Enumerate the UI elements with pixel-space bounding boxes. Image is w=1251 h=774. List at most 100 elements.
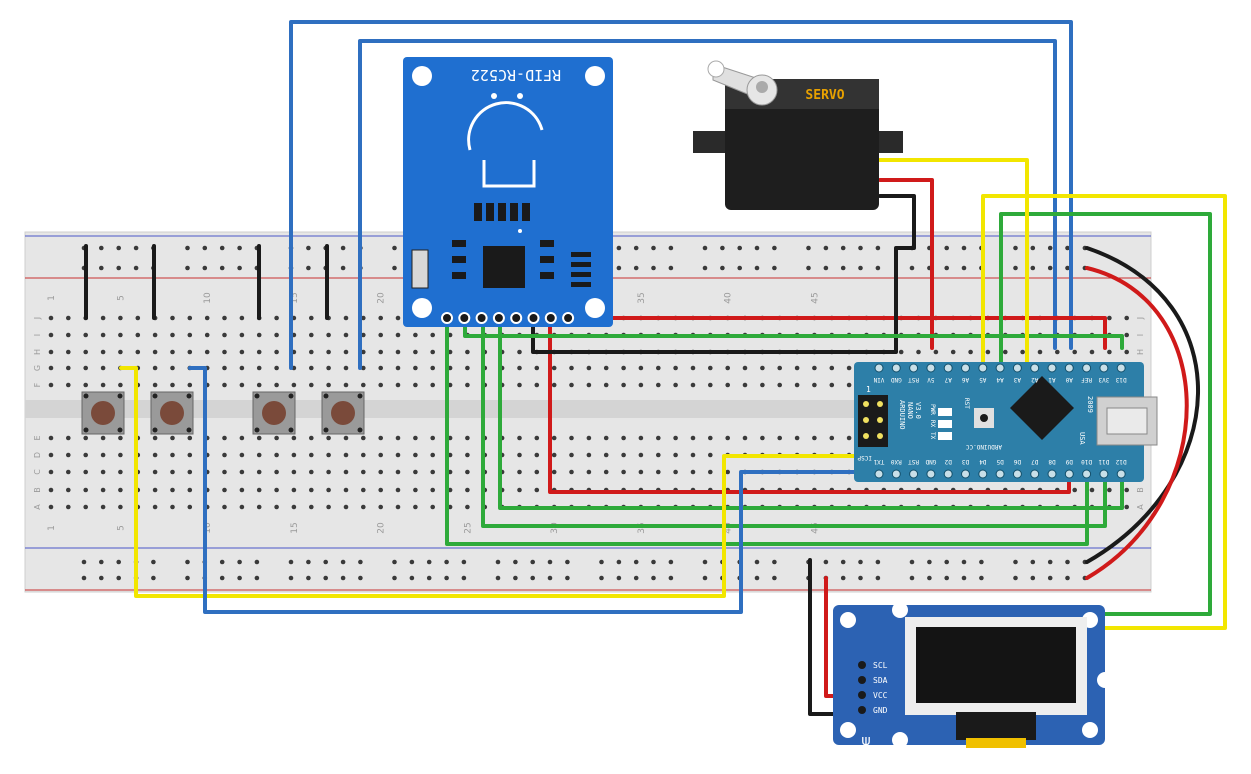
breadboard-hole xyxy=(413,382,418,388)
breadboard-hole xyxy=(534,365,540,371)
breadboard-hole xyxy=(378,332,384,338)
breadboard-hole xyxy=(343,315,349,321)
breadboard-hole xyxy=(222,382,227,388)
breadboard-hole xyxy=(118,452,123,458)
grove-logo-icon: ψ xyxy=(861,733,870,749)
breadboard-hole xyxy=(517,435,522,441)
breadboard-hole xyxy=(239,332,245,338)
breadboard-hole xyxy=(603,382,609,388)
breadboard-hole xyxy=(326,469,331,475)
push-button-4 xyxy=(321,391,365,435)
rail-hole xyxy=(754,575,760,581)
breadboard-hole xyxy=(517,349,522,355)
breadboard-hole xyxy=(66,487,71,493)
breadboard-hole xyxy=(274,349,279,355)
breadboard-hole xyxy=(534,487,540,493)
arduino-nano: ARDUINO NANO V3.0 ARDUINO.CC 2009 USA RS… xyxy=(854,362,1158,482)
rail-hole xyxy=(1030,575,1036,581)
breadboard-hole xyxy=(326,332,331,338)
breadboard-hole xyxy=(690,469,696,475)
nano-bottom-pin-label: RX0 xyxy=(890,458,901,465)
rail-hole xyxy=(720,245,725,251)
rail-hole xyxy=(806,245,811,251)
nano-name-2: NANO xyxy=(906,402,914,419)
rail-hole xyxy=(116,265,121,271)
rfid-header-pins xyxy=(441,312,575,324)
breadboard-hole xyxy=(517,365,522,371)
rail-hole xyxy=(1013,559,1018,565)
breadboard-hole xyxy=(118,435,123,441)
black-wire-rfid-gnd xyxy=(531,194,916,354)
breadboard-hole xyxy=(517,452,522,458)
rail-hole xyxy=(547,559,553,565)
nano-top-pin xyxy=(1012,363,1022,373)
breadboard-hole xyxy=(638,435,644,441)
rail-hole xyxy=(495,559,501,565)
breadboard-hole xyxy=(725,469,730,475)
breadboard-hole xyxy=(66,365,71,371)
nano-top-pin xyxy=(1082,363,1092,373)
rail-hole xyxy=(616,575,622,581)
breadboard-hole xyxy=(239,469,245,475)
breadboard-hole xyxy=(83,435,88,441)
rail-hole xyxy=(858,265,863,271)
breadboard-hole xyxy=(256,349,262,355)
rail-hole xyxy=(840,575,846,581)
breadboard-hole xyxy=(1107,315,1112,321)
breadboard-hole xyxy=(465,504,470,510)
breadboard-hole xyxy=(222,504,227,510)
breadboard-hole xyxy=(395,469,401,475)
rfid-pin xyxy=(492,312,505,324)
rail-hole xyxy=(633,575,639,581)
breadboard-hole xyxy=(100,332,106,338)
column-number: 20 xyxy=(377,292,387,304)
rail-hole xyxy=(306,575,311,581)
breadboard-hole xyxy=(1107,349,1112,355)
nano-top-pin-label: VIN xyxy=(873,376,884,383)
row-label: H xyxy=(33,349,42,355)
rail-hole xyxy=(219,265,225,271)
column-number: 15 xyxy=(290,292,300,303)
breadboard-hole xyxy=(343,487,349,493)
rail-hole xyxy=(840,559,846,565)
breadboard-hole xyxy=(794,382,800,388)
nano-top-pin-label: A7 xyxy=(944,376,952,383)
breadboard-hole xyxy=(222,469,227,475)
rail-hole xyxy=(1047,559,1053,565)
rail-hole xyxy=(237,575,242,581)
breadboard-hole xyxy=(256,452,262,458)
nano-bottom-pin-label: D12 xyxy=(1115,458,1126,465)
breadboard-hole xyxy=(83,382,88,388)
rail-hole xyxy=(668,265,674,271)
breadboard-hole xyxy=(66,452,71,458)
row-label: B xyxy=(33,487,42,493)
breadboard-hole xyxy=(187,435,193,441)
breadboard-hole xyxy=(66,469,71,475)
breadboard-hole xyxy=(1037,349,1043,355)
nano-top-pin-label: 3V3 xyxy=(1098,376,1109,383)
breadboard-hole xyxy=(378,504,384,510)
breadboard-hole xyxy=(83,504,88,510)
breadboard-hole xyxy=(309,469,314,475)
breadboard-hole xyxy=(66,332,71,338)
rail-hole xyxy=(1065,245,1070,251)
rfid-pin xyxy=(527,312,540,324)
row-label-right: J xyxy=(1136,317,1145,320)
rail-hole xyxy=(944,245,949,251)
breadboard-hole xyxy=(794,365,800,371)
breadboard-hole xyxy=(1089,349,1095,355)
breadboard-hole xyxy=(239,452,245,458)
rail-hole xyxy=(1047,245,1053,251)
breadboard-hole xyxy=(378,487,384,493)
breadboard-hole xyxy=(135,332,141,338)
breadboard-hole xyxy=(708,452,713,458)
rail-hole xyxy=(237,245,242,251)
breadboard-hole xyxy=(326,504,331,510)
breadboard-hole xyxy=(812,382,817,388)
rail-hole xyxy=(1013,245,1018,251)
nano-bottom-pin xyxy=(891,469,901,479)
breadboard-hole xyxy=(690,435,696,441)
breadboard-hole xyxy=(534,469,540,475)
rail-hole xyxy=(461,559,467,565)
rail-hole xyxy=(358,575,363,581)
